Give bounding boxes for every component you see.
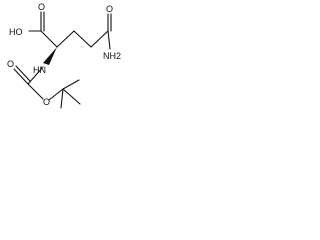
bond-o-c7 — [48, 88, 64, 101]
bond-c6-o-double-a — [13, 68, 29, 85]
ester-o-label: O — [43, 97, 50, 107]
ketone-o-label: O — [38, 2, 45, 12]
bond-c4-c5 — [90, 30, 109, 48]
bond-c6-o — [27, 83, 44, 100]
chemical-structure: HO O HN O NH2 O O — [7, 2, 121, 109]
bond-c1-c2 — [40, 30, 58, 48]
structure-canvas: HO O HN O NH2 O O — [0, 0, 127, 111]
bond-c5-n — [107, 30, 111, 50]
bond-c7-ch3-top — [62, 79, 80, 90]
bond-c2-c3 — [56, 30, 75, 48]
wedge-bond-c2-nh — [43, 47, 57, 65]
bond-c7-ch3-bottom — [60, 88, 64, 109]
amine-nh-label: HN — [33, 65, 46, 75]
bond-c3-c4 — [73, 30, 92, 48]
bond-c6-o-double-b — [15, 65, 31, 82]
hydroxyl-label: HO — [9, 27, 23, 37]
carbamate-o-label: O — [7, 59, 14, 69]
amide-o-label: O — [106, 4, 113, 14]
amide-nh2-label: NH2 — [103, 51, 121, 61]
bond-c7-ch3-right — [62, 88, 81, 105]
